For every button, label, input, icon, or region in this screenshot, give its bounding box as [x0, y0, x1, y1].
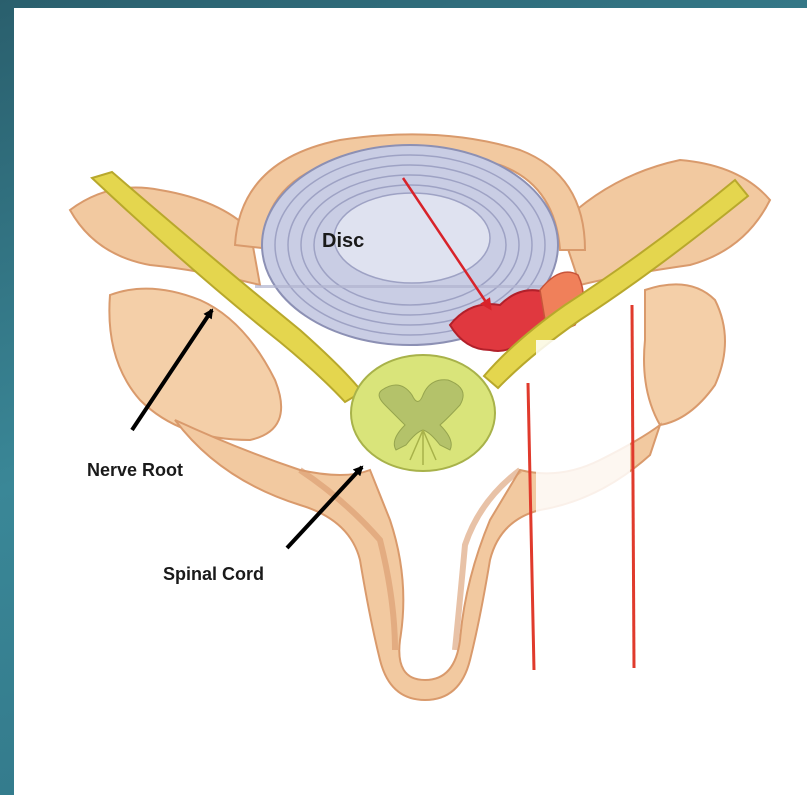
right-facet	[644, 284, 725, 425]
spinal-cord	[351, 355, 495, 471]
right-transverse-process	[560, 160, 770, 285]
nerve-root-label: Nerve Root	[87, 460, 183, 480]
disc-label: Disc	[322, 230, 364, 252]
right-marker-line	[632, 305, 634, 668]
blank-region	[536, 340, 630, 670]
spinal-cord-label: Spinal Cord	[163, 564, 264, 584]
left-marker-line	[528, 383, 534, 670]
